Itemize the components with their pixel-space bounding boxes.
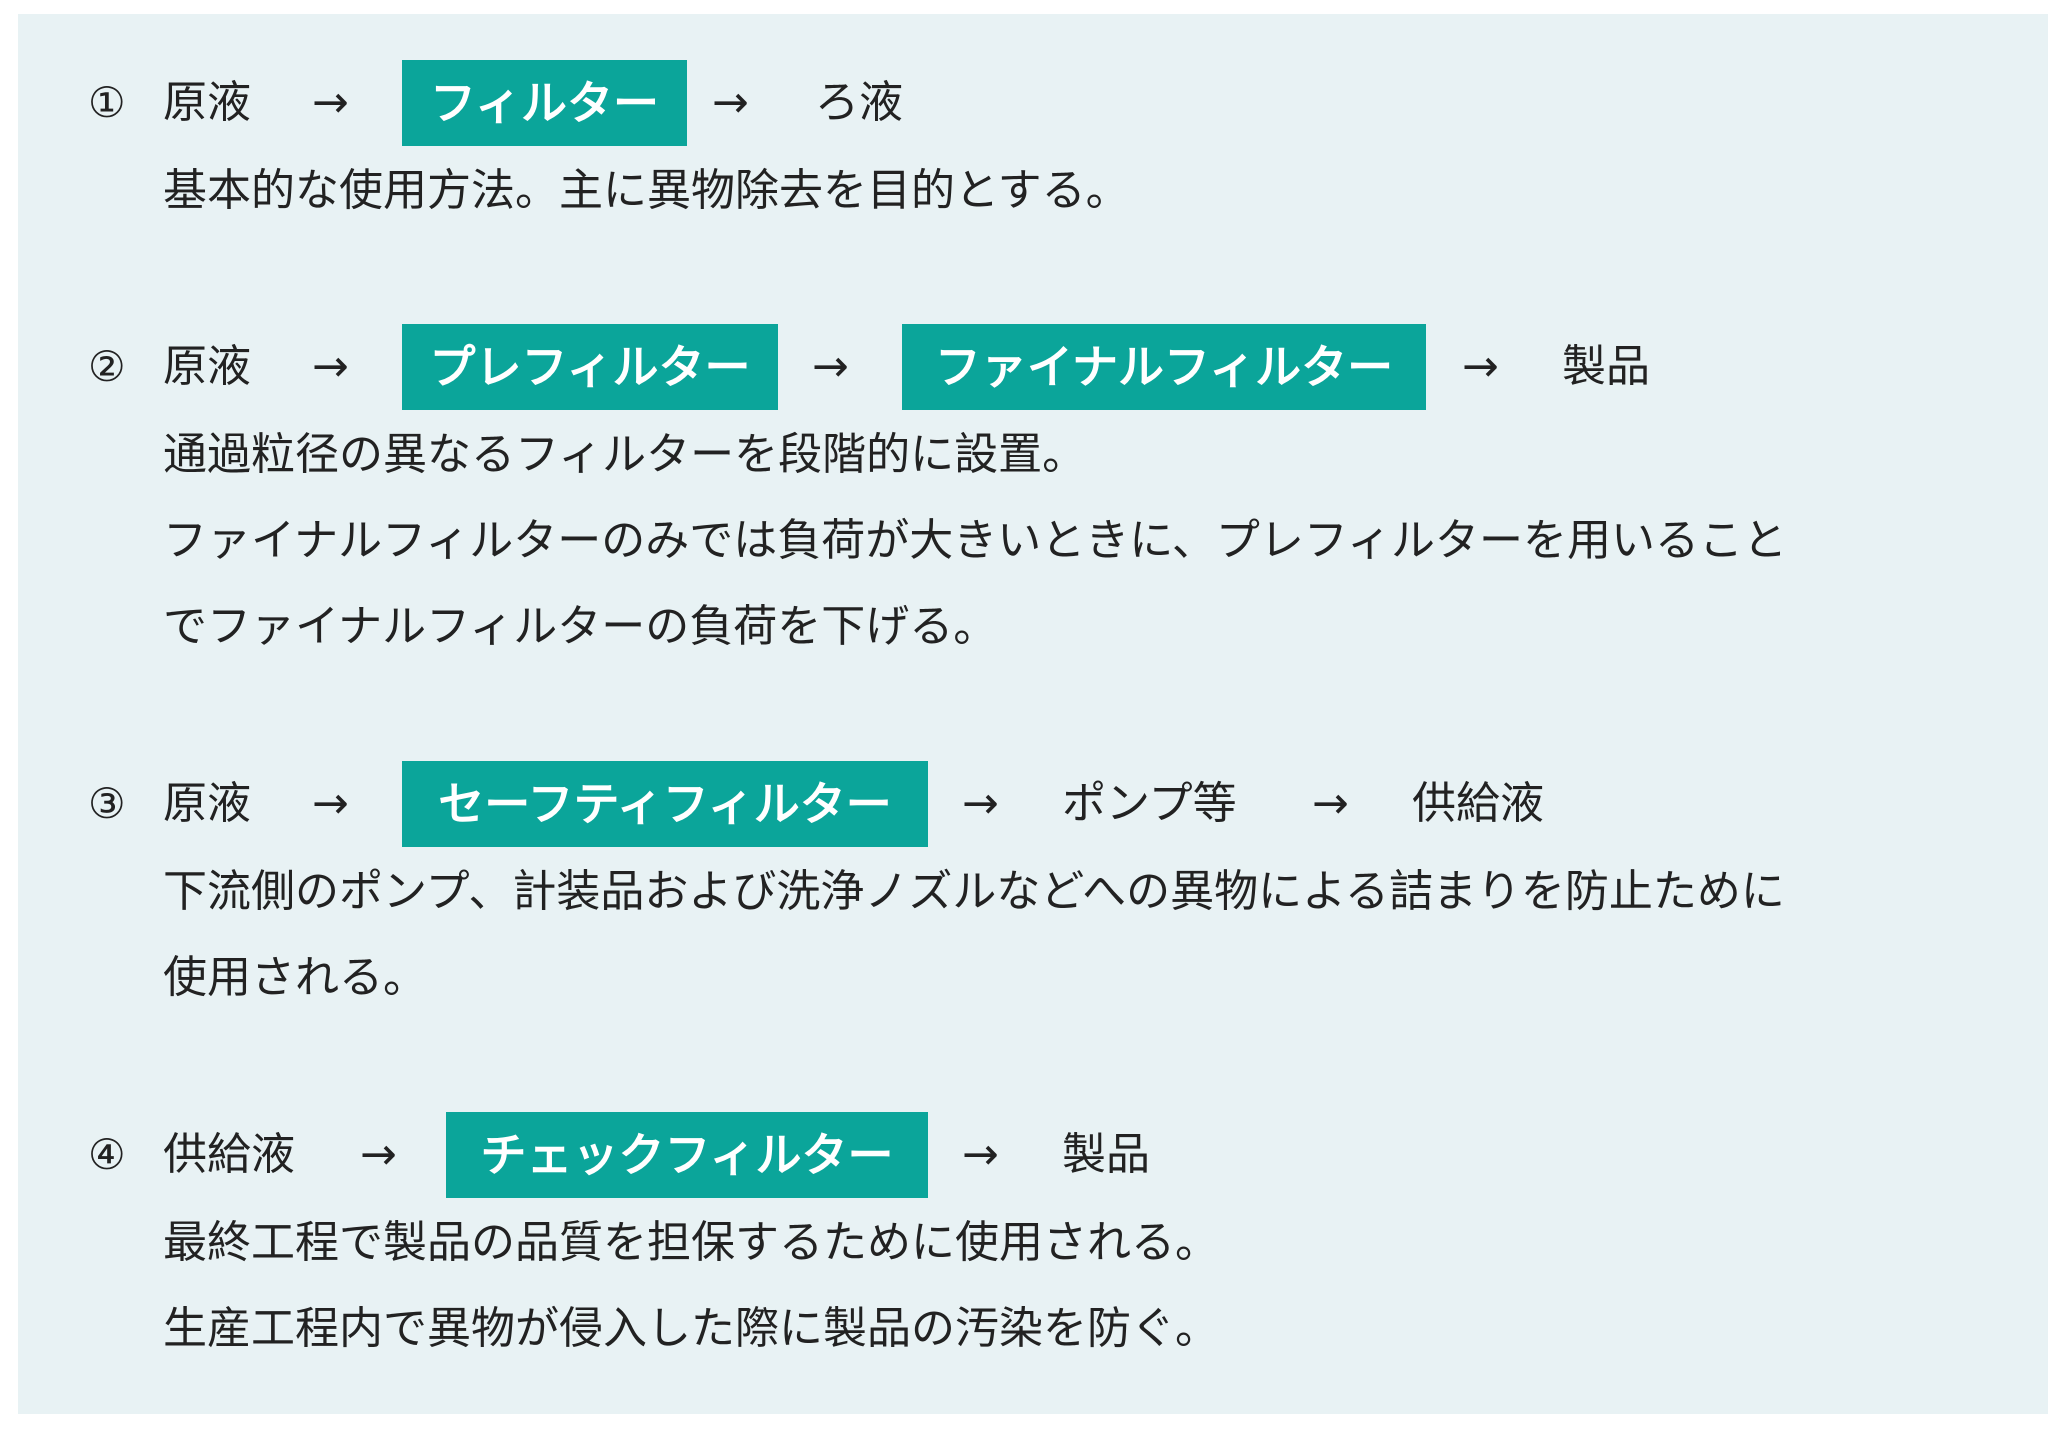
item-2-description-line: 通過粒径の異なるフィルターを段階的に設置。 (163, 429, 1087, 480)
filter-chip: フィルター (402, 60, 687, 146)
flow-arrow: → (312, 778, 349, 829)
flow-arrow: → (1312, 778, 1349, 829)
flow-arrow: → (1462, 341, 1499, 392)
item-number: ③ (88, 779, 126, 828)
filter-usage-panel (18, 14, 2048, 1414)
flow-arrow: → (360, 1129, 397, 1180)
flow-step-product: 製品 (1562, 341, 1650, 392)
flow-step-supply-liquid: 供給液 (1412, 778, 1544, 829)
flow-arrow: → (962, 778, 999, 829)
item-2-description-line: ファイナルフィルターのみでは負荷が大きいときに、プレフィルターを用いること (163, 515, 1788, 566)
item-3-description-line: 下流側のポンプ、計装品および洗浄ノズルなどへの異物による詰まりを防止ために (163, 866, 1785, 917)
item-3-description-line: 使用される。 (163, 952, 427, 1003)
safety-filter-chip: セーフティフィルター (402, 761, 928, 847)
item-4-description-line: 生産工程内で異物が侵入した際に製品の汚染を防ぐ。 (163, 1303, 1219, 1354)
item-1-description-line: 基本的な使用方法。主に異物除去を目的とする。 (163, 165, 1130, 216)
check-filter-chip: チェックフィルター (446, 1112, 928, 1198)
item-number: ① (88, 78, 126, 127)
final-filter-chip: ファイナルフィルター (902, 324, 1426, 410)
item-2-description-line: でファイナルフィルターの負荷を下げる。 (163, 601, 998, 652)
flow-arrow: → (962, 1129, 999, 1180)
flow-arrow: → (812, 341, 849, 392)
flow-arrow: → (312, 341, 349, 392)
item-4-description-line: 最終工程で製品の品質を担保するために使用される。 (163, 1217, 1219, 1268)
flow-step-raw-liquid: 原液 (163, 77, 251, 128)
flow-step-raw-liquid: 原液 (163, 778, 251, 829)
flow-step-filtrate: ろ液 (815, 77, 903, 128)
flow-arrow: → (712, 77, 749, 128)
flow-step-pump: ポンプ等 (1062, 778, 1237, 829)
flow-step-supply-liquid: 供給液 (163, 1129, 295, 1180)
flow-step-raw-liquid: 原液 (163, 341, 251, 392)
item-number: ② (88, 342, 126, 391)
prefilter-chip: プレフィルター (402, 324, 778, 410)
flow-step-product: 製品 (1062, 1129, 1150, 1180)
flow-arrow: → (312, 77, 349, 128)
item-number: ④ (88, 1130, 126, 1179)
